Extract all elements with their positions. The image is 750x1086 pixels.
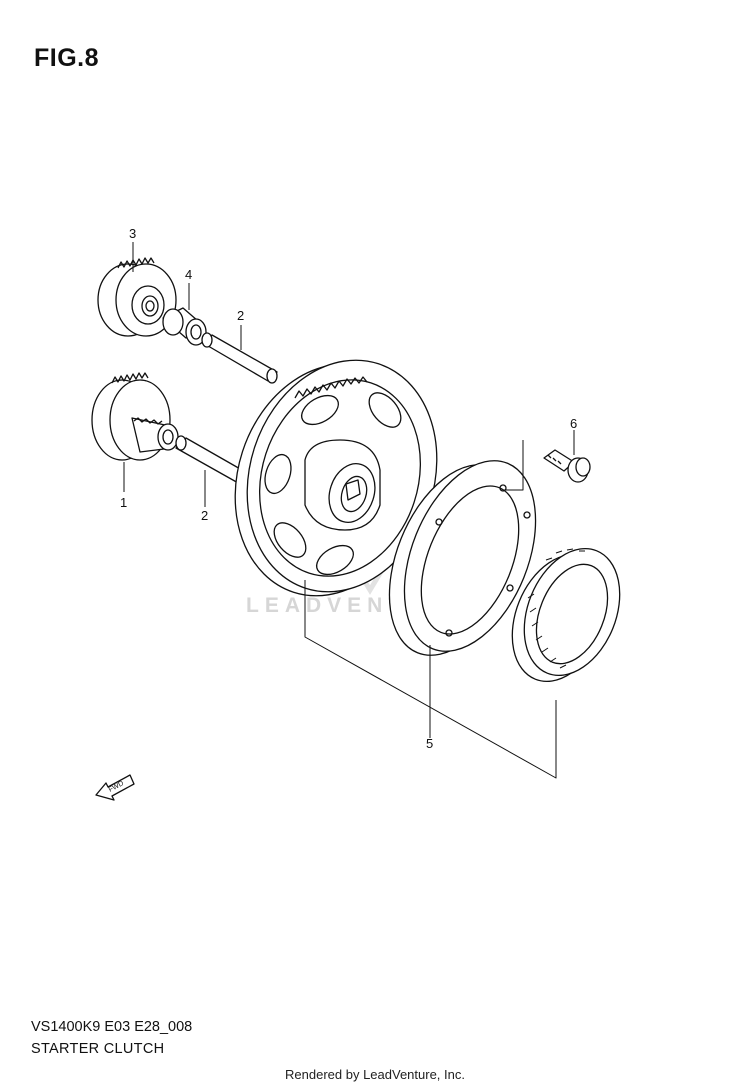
callout-4: 4 (185, 267, 192, 282)
one-way-clutch[interactable] (494, 534, 637, 695)
part-4-bushing[interactable] (162, 307, 207, 346)
fwd-arrow-icon: FWD (95, 774, 135, 801)
callout-numbers: 3 4 2 1 2 6 5 (120, 226, 577, 751)
starter-driven-gear[interactable] (206, 335, 466, 620)
part-2-shaft-upper[interactable] (201, 332, 278, 384)
callout-3: 3 (129, 226, 136, 241)
callout-5: 5 (426, 736, 433, 751)
part-3-idle-gear[interactable] (97, 257, 177, 337)
callout-6: 6 (570, 416, 577, 431)
render-credit: Rendered by LeadVenture, Inc. (285, 1067, 465, 1082)
part-1-double-gear[interactable] (91, 372, 179, 461)
leader-lines (123, 242, 575, 779)
callout-1: 1 (120, 495, 127, 510)
callout-2-lower: 2 (201, 508, 208, 523)
model-code: VS1400K9 E03 E28_008 (31, 1019, 193, 1035)
figure-name: STARTER CLUTCH (31, 1041, 165, 1057)
starter-clutch-housing[interactable] (364, 442, 561, 675)
figure-title: FIG.8 (34, 44, 100, 72)
callout-2-upper: 2 (237, 308, 244, 323)
part-6-bolt[interactable] (543, 449, 591, 483)
